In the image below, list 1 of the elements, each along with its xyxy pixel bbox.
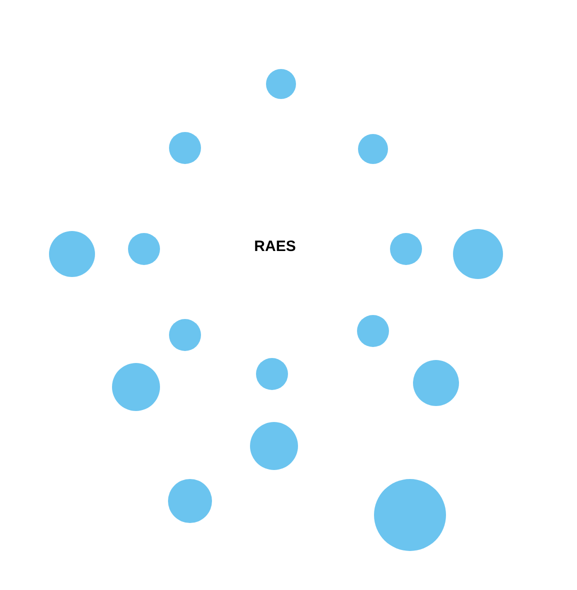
center-label: RAES: [254, 237, 296, 257]
